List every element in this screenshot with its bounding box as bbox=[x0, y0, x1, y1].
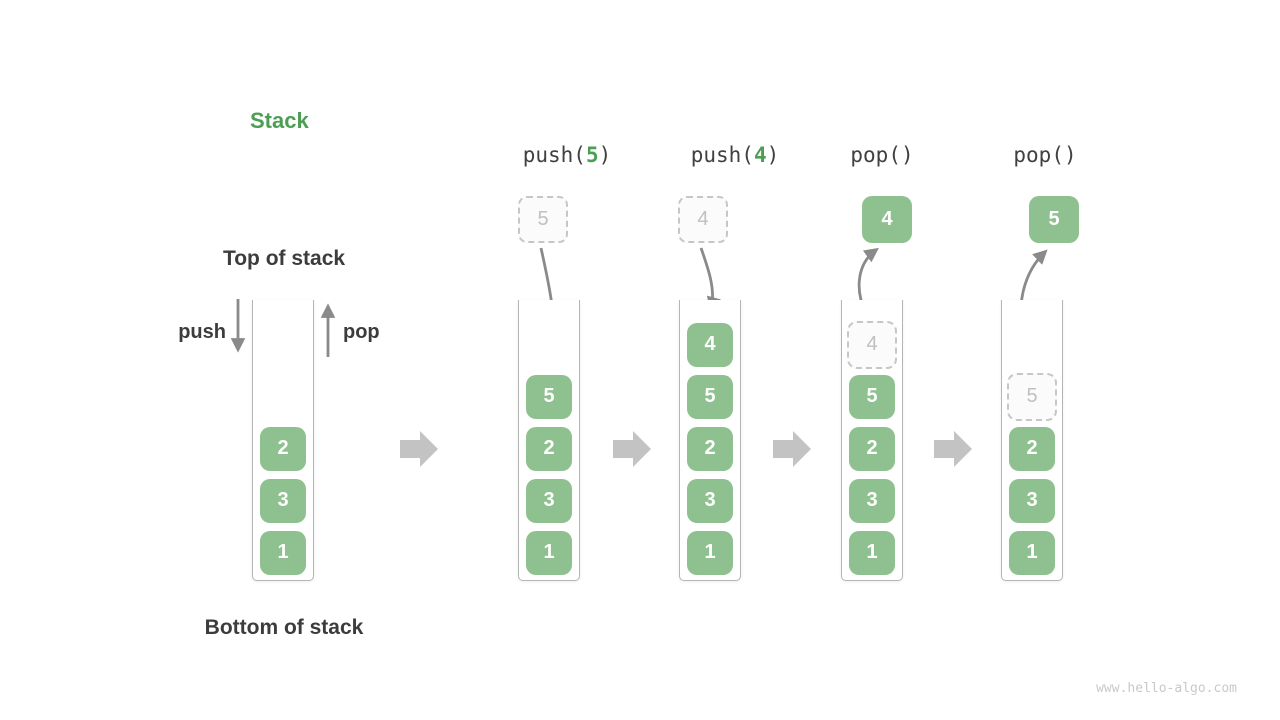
floating-box: 4 bbox=[678, 196, 728, 243]
floating-box: 5 bbox=[518, 196, 568, 243]
watermark: www.hello-algo.com bbox=[1096, 681, 1237, 696]
stack-cell: 5 bbox=[687, 374, 733, 419]
top-of-stack-label: Top of stack bbox=[222, 247, 346, 270]
stack-cell: 2 bbox=[1009, 426, 1055, 471]
stack-cell: 2 bbox=[260, 426, 306, 471]
stack-cell: 1 bbox=[260, 530, 306, 575]
step-arrow-icon bbox=[773, 431, 811, 467]
stack-cell: 3 bbox=[526, 478, 572, 523]
step-arrow-icon bbox=[400, 431, 438, 467]
stack-cell: 5 bbox=[1007, 372, 1057, 421]
stack-cell: 3 bbox=[260, 478, 306, 523]
diagram-title: Stack bbox=[250, 108, 309, 133]
stack-cell: 5 bbox=[849, 374, 895, 419]
step-arrow-icon bbox=[934, 431, 972, 467]
stack-cell: 2 bbox=[526, 426, 572, 471]
pop-label: pop bbox=[343, 321, 380, 343]
stack-cell: 3 bbox=[849, 478, 895, 523]
operation-label: pop() bbox=[1013, 143, 1077, 167]
stack-cell: 3 bbox=[1009, 478, 1055, 523]
stack-container-initial-stack: 1 3 2 bbox=[252, 300, 314, 581]
push-label: push bbox=[178, 321, 226, 343]
floating-box: 5 bbox=[1029, 196, 1079, 243]
stack-container-after-pop-5: pop() 5 1 3 2 5 bbox=[1001, 143, 1079, 581]
step-arrow-icon bbox=[613, 431, 651, 467]
stack-container-after-push-5: push(5) 5 1 3 2 5 bbox=[518, 143, 611, 581]
stack-cell: 5 bbox=[526, 374, 572, 419]
stack-cell: 2 bbox=[687, 426, 733, 471]
operation-label: pop() bbox=[850, 143, 914, 167]
stack-cell: 2 bbox=[849, 426, 895, 471]
stack-cell: 1 bbox=[687, 530, 733, 575]
bottom-of-stack-label: Bottom of stack bbox=[204, 616, 364, 639]
stack-cell: 1 bbox=[849, 530, 895, 575]
floating-box: 4 bbox=[862, 196, 912, 243]
stack-cell: 4 bbox=[847, 320, 897, 369]
stack-container-after-push-4: push(4) 4 1 3 2 5 4 bbox=[678, 143, 779, 581]
operation-label: push(4) bbox=[690, 143, 780, 167]
stack-container-after-pop-4: pop() 4 1 3 2 5 4 bbox=[841, 143, 914, 581]
stack-cell: 1 bbox=[1009, 530, 1055, 575]
stack-cell: 3 bbox=[687, 478, 733, 523]
stack-cell: 1 bbox=[526, 530, 572, 575]
push-curve-arrow bbox=[699, 247, 721, 312]
stack-cell: 4 bbox=[687, 322, 733, 367]
operation-label: push(5) bbox=[522, 143, 612, 167]
